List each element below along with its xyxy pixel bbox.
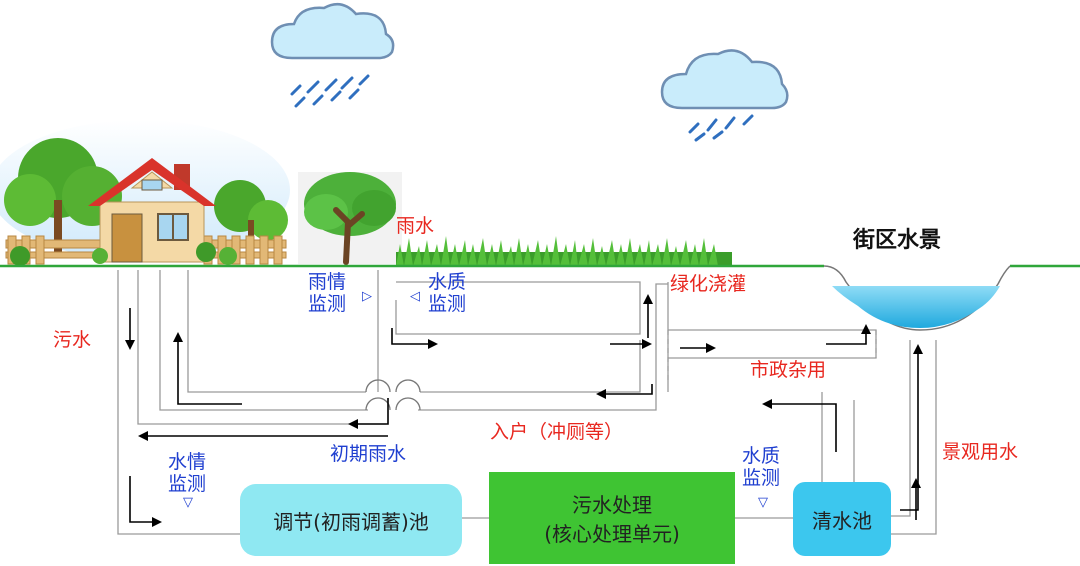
sewage-label: 污水 — [53, 329, 92, 351]
regulation-tank: 调节(初雨调蓄)池 — [240, 484, 462, 556]
landscape-pool-icon — [823, 265, 1011, 331]
core-treatment-unit: 污水处理 (核心处理单元) — [489, 472, 735, 564]
green-irrigation-label: 绿化浇灌 — [670, 273, 747, 295]
quality-monitor-bottom-marker-icon: ▽ — [758, 495, 768, 510]
municipal-use-label: 市政杂用 — [750, 359, 827, 381]
initial-rain-label: 初期雨水 — [330, 443, 407, 465]
quality-monitor-top-label: 水质 监测 — [428, 271, 467, 315]
rain-monitor-label: 雨情 监测 — [308, 271, 347, 315]
rain-cloud-icon-left — [270, 2, 395, 108]
grass-icon — [396, 236, 732, 266]
rain-monitor-marker-icon: ▷ — [362, 289, 372, 304]
clear-water-tank: 清水池 — [793, 482, 891, 556]
quality-monitor-bottom-label: 水质 监测 — [742, 445, 781, 489]
rain-label: 雨水 — [396, 215, 435, 237]
flow-arrows — [125, 294, 923, 527]
pipe-network — [117, 270, 937, 535]
rain-cloud-icon-right — [660, 49, 789, 142]
house-scene-icon — [0, 120, 290, 266]
water-monitor-label: 水情 监测 — [168, 451, 207, 495]
water-monitor-marker-icon: ▽ — [183, 495, 193, 510]
street-landscape-title: 街区水景 — [853, 228, 942, 253]
landscape-water-label: 景观用水 — [942, 441, 1019, 463]
tree-icon — [298, 172, 402, 265]
quality-monitor-top-marker-icon: ◁ — [410, 289, 420, 304]
household-label: 入户（冲厕等） — [490, 421, 624, 443]
